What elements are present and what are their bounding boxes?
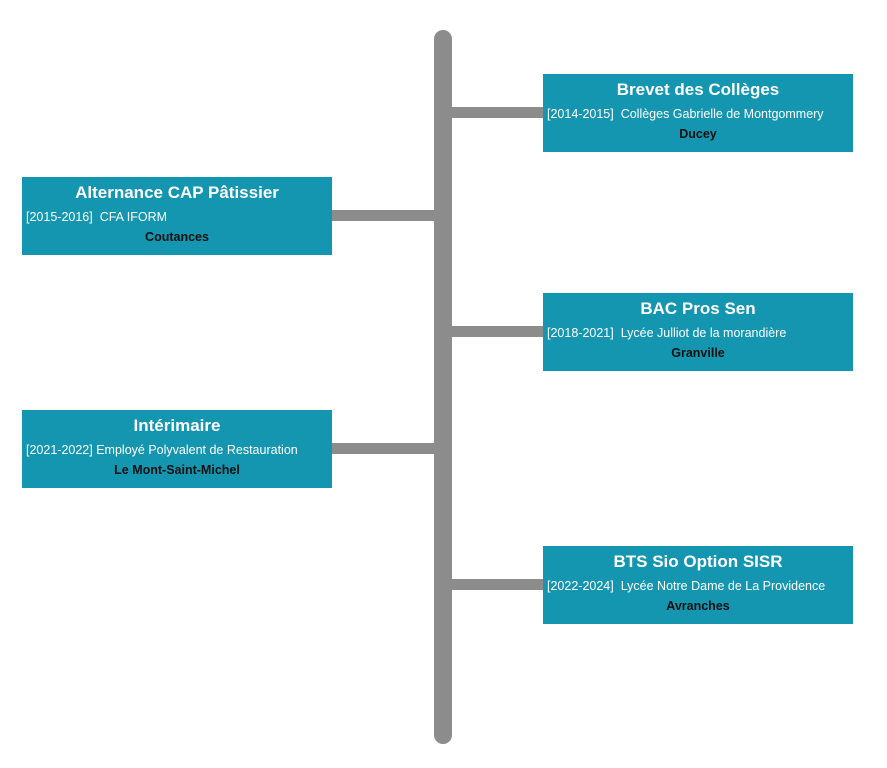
card-title: Alternance CAP Pâtissier [75, 183, 279, 202]
card-institution: CFA IFORM [99, 210, 168, 224]
card-years: [2021-2022] [26, 443, 93, 457]
card-location: Coutances [145, 230, 209, 244]
card-title: Brevet des Collèges [616, 80, 780, 99]
card-years: [2015-2016] [26, 210, 93, 224]
connector-bac [452, 326, 544, 337]
card-years: [2022-2024] [547, 579, 614, 593]
timeline-card-bts: BTS Sio Option SISR [2022-2024] Lycée No… [543, 546, 853, 624]
card-institution: Collèges Gabrielle de Montgommery [620, 107, 824, 121]
connector-cap [331, 210, 435, 221]
card-years: [2018-2021] [547, 326, 614, 340]
card-location: Ducey [679, 127, 717, 141]
card-detail: [2015-2016] CFA IFORM [22, 209, 332, 225]
card-detail: [2021-2022] Employé Polyvalent de Restau… [22, 442, 332, 458]
connector-bts [452, 579, 544, 590]
card-institution: Lycée Julliot de la morandière [620, 326, 787, 340]
timeline-card-brevet: Brevet des Collèges [2014-2015] Collèges… [543, 74, 853, 152]
timeline-card-cap: Alternance CAP Pâtissier [2015-2016] CFA… [22, 177, 332, 255]
card-location: Granville [671, 346, 725, 360]
card-institution: Lycée Notre Dame de La Providence [620, 579, 826, 593]
card-location: Le Mont-Saint-Michel [114, 463, 240, 477]
card-location: Avranches [666, 599, 730, 613]
connector-interim [331, 443, 435, 454]
card-detail: [2014-2015] Collèges Gabrielle de Montgo… [543, 106, 853, 122]
card-institution: Employé Polyvalent de Restauration [96, 443, 298, 457]
timeline-spine [434, 30, 452, 744]
card-detail: [2022-2024] Lycée Notre Dame de La Provi… [543, 578, 853, 594]
card-years: [2014-2015] [547, 107, 614, 121]
card-title: BAC Pros Sen [640, 299, 756, 318]
card-title: Intérimaire [133, 416, 221, 435]
connector-brevet [452, 107, 544, 118]
timeline-card-bac: BAC Pros Sen [2018-2021] Lycée Julliot d… [543, 293, 853, 371]
card-title: BTS Sio Option SISR [613, 552, 783, 571]
card-detail: [2018-2021] Lycée Julliot de la morandiè… [543, 325, 853, 341]
timeline-card-interim: Intérimaire [2021-2022] Employé Polyvale… [22, 410, 332, 488]
